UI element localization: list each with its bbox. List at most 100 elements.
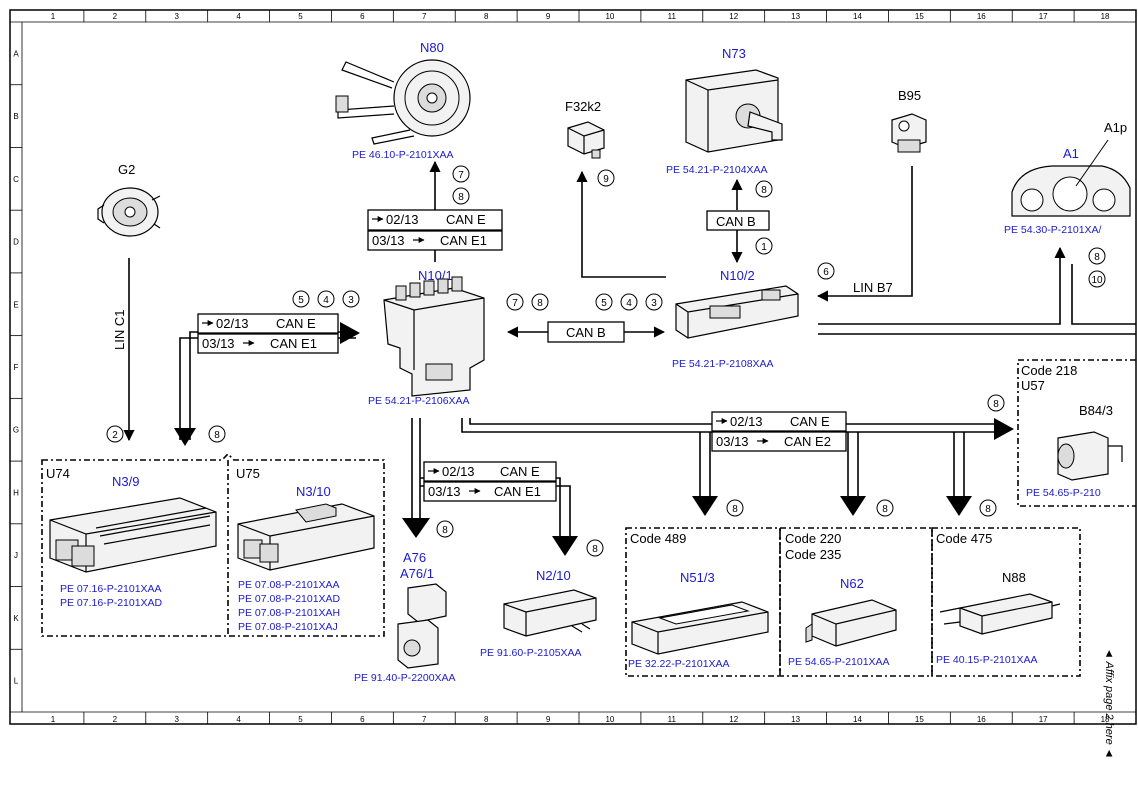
callout: 2 xyxy=(106,425,124,443)
grid-col-label-bottom: 18 xyxy=(1101,715,1110,724)
svg-text:5: 5 xyxy=(298,295,304,306)
grid-col-label-bottom: 10 xyxy=(605,715,614,724)
grid-col-label-top: 3 xyxy=(174,12,179,21)
grid-col-label-top: 18 xyxy=(1101,12,1110,21)
svg-text:8: 8 xyxy=(458,192,464,203)
component-f32k2[interactable]: F32k2 xyxy=(565,99,605,159)
label-n62: N62 xyxy=(840,576,864,591)
svg-text:8: 8 xyxy=(1094,252,1100,263)
component-n62[interactable]: N62 PE 54.65-P-2101XAA xyxy=(788,576,897,668)
group-u57: U57 xyxy=(1021,378,1045,393)
ignition-switch-icon xyxy=(685,69,783,153)
date-0313-b: 03/13 xyxy=(202,336,235,351)
code-475: Code 475 xyxy=(936,531,992,546)
grid-col-label-top: 7 xyxy=(422,12,427,21)
svg-text:8: 8 xyxy=(592,544,598,555)
component-n51-3[interactable]: N51/3 PE 32.22-P-2101XAA xyxy=(628,570,769,670)
component-a1[interactable]: A1p A1 PE 54.30-P-2101XA/ xyxy=(1004,120,1131,236)
callout: 8 xyxy=(979,499,997,517)
ref-n73: PE 54.21-P-2104XAA xyxy=(666,164,768,176)
ref-n51-3: PE 32.22-P-2101XAA xyxy=(628,658,730,670)
grid-row-label: A xyxy=(13,49,19,58)
grid-col-label-top: 5 xyxy=(298,12,303,21)
component-n10-2[interactable]: N10/2 PE 54.21-P-2108XAA xyxy=(672,268,799,370)
group-code218 xyxy=(1017,359,1136,507)
component-n3-10[interactable]: N3/10 PE 07.08-P-2101XAA PE 07.08-P-2101… xyxy=(237,484,375,633)
relay-icon xyxy=(567,121,605,159)
component-n80[interactable]: N80 PE 46.10-P-2101XAA xyxy=(335,40,471,161)
callout: 10 xyxy=(1088,270,1106,288)
grid-col-label-top: 8 xyxy=(484,12,489,21)
component-b95[interactable]: B95 xyxy=(891,88,927,153)
svg-text:8: 8 xyxy=(442,525,448,536)
ref-n62: PE 54.65-P-2101XAA xyxy=(788,656,890,668)
label-f32k2: F32k2 xyxy=(565,99,601,114)
grid-col-label-bottom: 4 xyxy=(236,715,241,724)
grid-col-label-top: 12 xyxy=(729,12,738,21)
grid-col-label-top: 16 xyxy=(977,12,986,21)
grid-col-label-bottom: 6 xyxy=(360,715,365,724)
grid-row-label: J xyxy=(14,551,18,560)
callout: 9 xyxy=(597,169,615,187)
steering-column-module-icon xyxy=(335,59,471,145)
component-n3-9[interactable]: N3/9 PE 07.16-P-2101XAA PE 07.16-P-2101X… xyxy=(49,474,217,609)
svg-text:6: 6 xyxy=(823,267,829,278)
grid-col-label-bottom: 1 xyxy=(51,715,56,724)
label-n73: N73 xyxy=(722,46,746,61)
component-g2[interactable]: G2 xyxy=(97,162,161,237)
grid-col-label-top: 4 xyxy=(236,12,241,21)
can-e-box-right: 02/13 CAN E 03/13 CAN E2 xyxy=(711,411,847,452)
affix-note: ◄ Affix page 2 here ◄ xyxy=(1103,648,1115,759)
can-e-b: CAN E xyxy=(276,316,316,331)
svg-text:4: 4 xyxy=(323,295,329,306)
grid-col-label-bottom: 5 xyxy=(298,715,303,724)
callout: 3 xyxy=(645,293,663,311)
callout: 4 xyxy=(620,293,638,311)
grid-col-label-top: 11 xyxy=(668,12,677,21)
label-b95: B95 xyxy=(898,88,921,103)
component-a76[interactable]: A76 A76/1 PE 91.40-P-2200XAA xyxy=(354,550,456,684)
sensor-icon xyxy=(891,113,927,153)
callout: 8 xyxy=(208,425,226,443)
label-n10-2: N10/2 xyxy=(720,268,755,283)
bus-to-f32k2 xyxy=(576,170,666,278)
svg-text:8: 8 xyxy=(993,399,999,410)
grid-col-label-top: 14 xyxy=(853,12,862,21)
can-e-d: CAN E xyxy=(790,414,830,429)
can-b-box-n73: CAN B xyxy=(706,210,770,231)
callout: 8 xyxy=(452,187,470,205)
svg-text:9: 9 xyxy=(603,174,609,185)
label-a1p: A1p xyxy=(1104,120,1127,135)
component-b84-3[interactable]: B84/3 PE 54.65-P-210 xyxy=(1026,403,1123,499)
label-g2: G2 xyxy=(118,162,135,177)
can-e-box-left: 02/13 CAN E 03/13 CAN E1 xyxy=(197,313,339,354)
level-control-unit-icon xyxy=(631,601,769,655)
sam-module-icon xyxy=(383,276,485,397)
can-b-n73: CAN B xyxy=(716,214,756,229)
front-sam-module-icon xyxy=(675,285,799,339)
svg-text:2: 2 xyxy=(112,430,118,441)
grid-col-label-bottom: 2 xyxy=(113,715,118,724)
label-b84-3: B84/3 xyxy=(1079,403,1113,418)
grid-col-label-top: 6 xyxy=(360,12,365,21)
label-a1: A1 xyxy=(1063,146,1079,161)
group-code489 xyxy=(625,527,781,677)
component-n73[interactable]: N73 PE 54.21-P-2104XAA xyxy=(666,46,783,176)
can-b-box-center: CAN B xyxy=(547,321,625,343)
can-e1-a: CAN E1 xyxy=(440,233,487,248)
instrument-cluster-icon xyxy=(1011,139,1131,217)
component-n10-1[interactable]: N10/1 PE 54.21-P-2106XAA xyxy=(368,268,485,407)
date-0213-a: 02/13 xyxy=(386,212,419,227)
can-e-c: CAN E xyxy=(500,464,540,479)
grid-col-label-bottom: 12 xyxy=(729,715,738,724)
label-a76: A76 xyxy=(403,550,426,565)
group-code475 xyxy=(931,527,1081,677)
can-e-box-mid: 02/13 CAN E 03/13 CAN E1 xyxy=(423,461,557,502)
grid-col-label-top: 15 xyxy=(915,12,924,21)
grid-col-label-bottom: 13 xyxy=(791,715,800,724)
component-n2-10[interactable]: N2/10 PE 91.60-P-2105XAA xyxy=(480,568,597,659)
grid-col-label-bottom: 16 xyxy=(977,715,986,724)
grid-col-label-bottom: 9 xyxy=(546,715,551,724)
component-n88[interactable]: N88 PE 40.15-P-2101XAA xyxy=(936,570,1061,666)
